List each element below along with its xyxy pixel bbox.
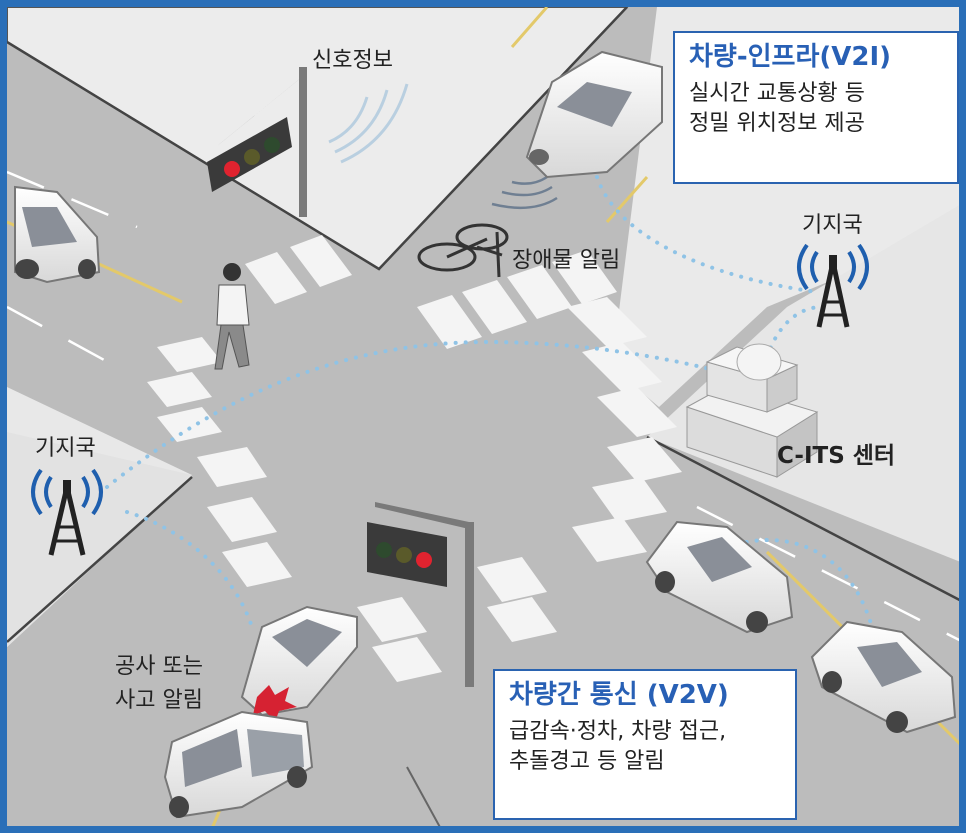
signal-info-label: 신호정보 [312, 48, 393, 73]
car-right-lower [810, 620, 957, 734]
crosswalk-left [147, 337, 267, 487]
v2i-info-box: 차량-인프라(V2I) 실시간 교통상황 등 정밀 위치정보 제공 [673, 31, 959, 184]
v2v-line2: 추돌경고 등 알림 [509, 749, 665, 774]
base-station-label-right: 기지국 [802, 213, 863, 238]
traffic-light-top [207, 67, 307, 217]
car-right-middle [645, 520, 794, 634]
construction-alert-label-line1: 공사 또는 [115, 654, 203, 679]
base-station-label-left: 기지국 [35, 436, 96, 461]
cits-center-label: C-ITS 센터 [777, 443, 896, 469]
base-station-tower-left [31, 468, 103, 556]
cits-center-building [685, 343, 819, 478]
fallen-bicycle [417, 223, 509, 278]
obstacle-alert-label: 장애물 알림 [512, 248, 621, 273]
signal-waves-car [491, 175, 558, 210]
car-left [14, 185, 101, 284]
crosswalk-bottom [207, 497, 557, 682]
crosswalk-top [245, 235, 617, 349]
v2v-line1: 급감속·정차, 차량 접근, [509, 719, 727, 744]
v2i-line2: 정밀 위치정보 제공 [689, 111, 865, 136]
crashed-car [240, 605, 358, 722]
v2v-title: 차량간 통신 (V2V) [509, 680, 729, 710]
car-top-right [525, 50, 663, 179]
signal-waves-top [328, 83, 409, 164]
v2i-line1: 실시간 교통상황 등 [689, 81, 865, 106]
pedestrian [214, 263, 250, 370]
crosswalk-right [567, 297, 682, 562]
v2v-info-box: 차량간 통신 (V2V) 급감속·정차, 차량 접근, 추돌경고 등 알림 [493, 669, 797, 820]
v2i-title: 차량-인프라(V2I) [689, 42, 892, 72]
van [163, 710, 314, 819]
base-station-tower-right [797, 243, 869, 328]
sidewalk-right [647, 205, 959, 562]
construction-alert-label-line2: 사고 알림 [115, 688, 203, 713]
traffic-light-bottom [367, 502, 474, 687]
